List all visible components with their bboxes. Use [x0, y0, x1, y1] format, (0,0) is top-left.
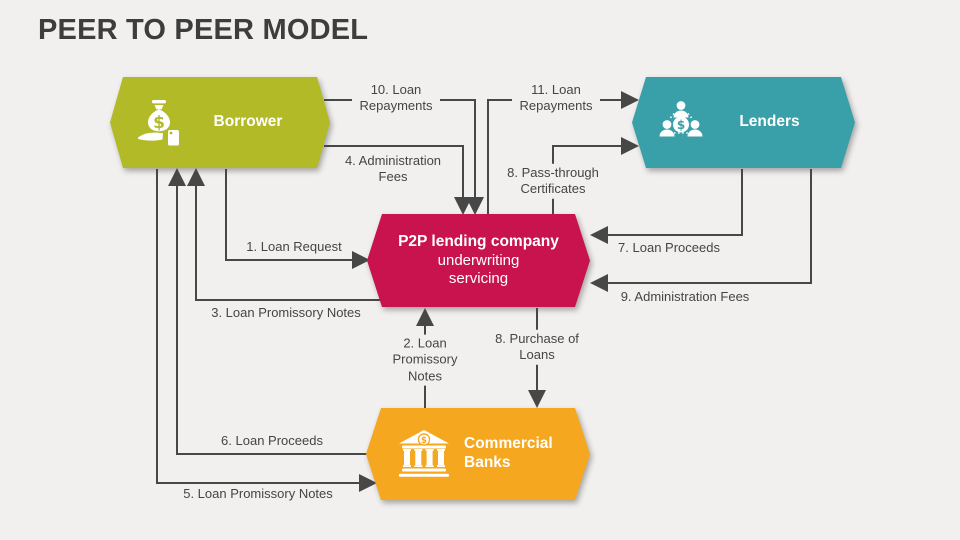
flow-label-1: 1. Loan Request — [246, 238, 342, 254]
svg-text:$: $ — [421, 436, 427, 446]
flow-line-6 — [168, 168, 367, 455]
flow-line-5 — [156, 169, 377, 492]
money-bag-hand-icon: $ — [132, 96, 186, 150]
flow-label-8b: 8. Purchase of Loans — [495, 329, 579, 365]
node-p2p-subline1: underwriting — [437, 251, 520, 269]
page-title: PEER TO PEER MODEL — [38, 14, 369, 46]
flow-label-6: 6. Loan Proceeds — [221, 432, 323, 448]
node-p2p-name: P2P lending company — [398, 232, 559, 250]
flow-label-9: 9. Administration Fees — [620, 288, 750, 304]
flow-label-5: 5. Loan Promissory Notes — [183, 485, 333, 501]
svg-text:$: $ — [677, 118, 685, 132]
flow-label-11: 11. Loan Repayments — [512, 80, 600, 116]
node-banks: $ Commercial Banks — [366, 408, 590, 500]
flow-label-2: 2. Loan Promissory Notes — [386, 334, 464, 386]
node-borrower: $ Borrower — [110, 77, 330, 168]
bank-building-icon: $ — [396, 428, 452, 480]
node-borrower-label: Borrower — [213, 113, 283, 131]
flow-label-3: 3. Loan Promissory Notes — [211, 304, 361, 320]
flow-line-3 — [187, 168, 380, 301]
flow-line-1 — [225, 169, 370, 269]
flow-line-7 — [590, 169, 743, 244]
flow-line-4 — [324, 145, 472, 215]
flow-label-7: 7. Loan Proceeds — [618, 239, 720, 255]
flow-label-10: 10. Loan Repayments — [352, 80, 440, 116]
node-banks-label: Commercial Banks — [464, 435, 553, 471]
flow-label-8a: 8. Pass-through Certificates — [499, 163, 607, 199]
node-lenders: $ Lenders — [632, 77, 855, 168]
node-lenders-label: Lenders — [739, 113, 800, 131]
svg-text:$: $ — [153, 112, 165, 132]
flow-line-9 — [590, 169, 812, 292]
lenders-group-icon: $ — [654, 96, 708, 150]
node-p2p-subline2: servicing — [448, 269, 509, 287]
node-p2p: P2P lending company underwriting servici… — [367, 214, 590, 307]
flow-label-4: 4. Administration Fees — [344, 152, 442, 184]
